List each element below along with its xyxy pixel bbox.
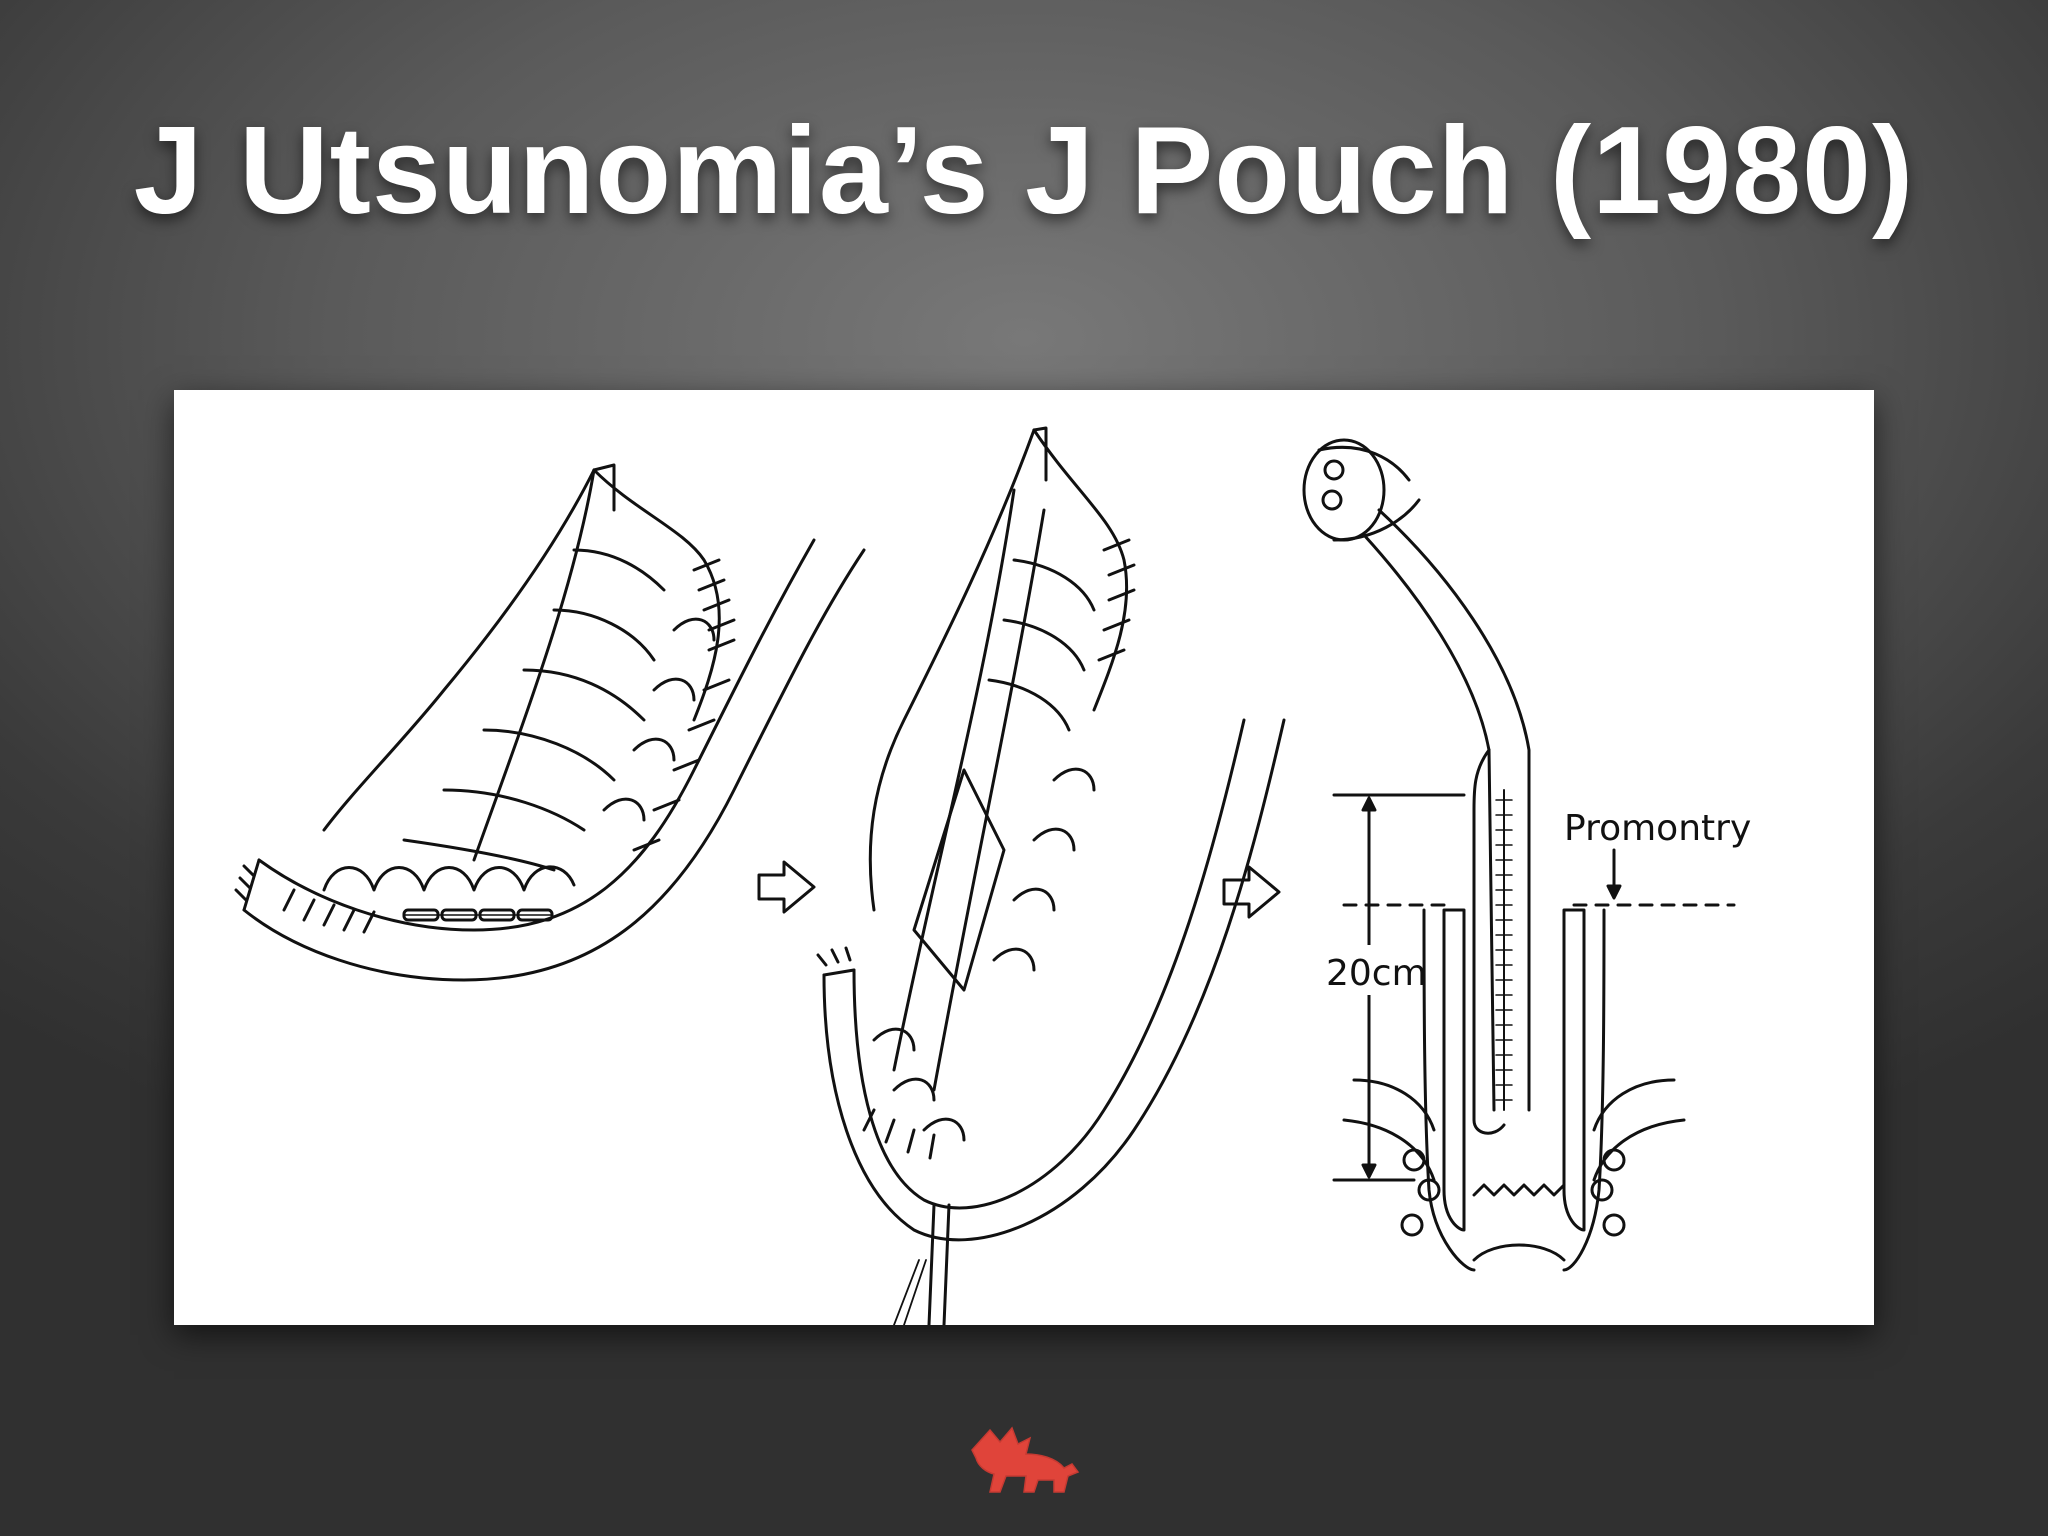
stage-2-folded-loop-drawing	[816, 426, 1286, 1325]
slide-title: J Utsunomia’s J Pouch (1980)	[133, 102, 1915, 240]
promontory-label: Promontry	[1564, 808, 1751, 849]
length-label: 20cm	[1326, 953, 1427, 994]
pouch-illustration: 20cm Promontry	[234, 426, 1751, 1325]
stage-1-ileum-drawing	[234, 463, 866, 982]
figure-panel: 20cm Promontry	[174, 390, 1874, 1325]
hollow-right-arrow-icon	[757, 860, 816, 914]
winged-lion-icon	[971, 1426, 1080, 1493]
stage-3-pouch-in-pelvis-drawing: 20cm Promontry	[1302, 438, 1751, 1272]
hollow-right-arrow-icon	[1222, 865, 1281, 919]
